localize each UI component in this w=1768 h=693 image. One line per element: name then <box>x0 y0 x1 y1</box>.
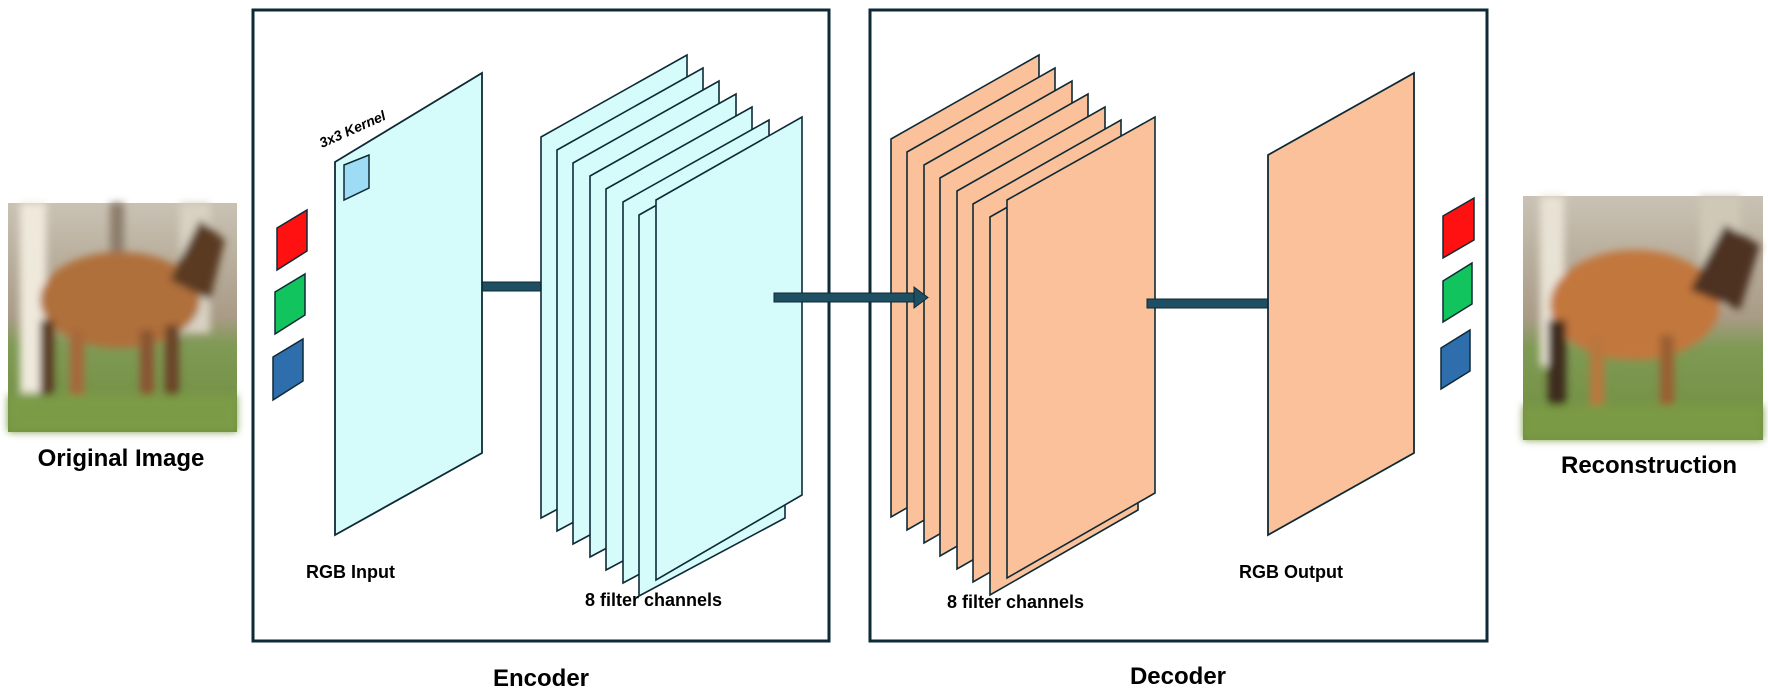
input-green-channel <box>274 272 306 336</box>
decoder-channels-label: 8 filter channels <box>947 592 1084 612</box>
output-green-channel <box>1442 261 1473 324</box>
reconstruction-caption: Reconstruction <box>1561 452 1737 479</box>
encoder-channel-plane <box>655 115 803 582</box>
decoder-channel-stack <box>890 53 1156 597</box>
input-red-channel <box>276 208 308 272</box>
original-image <box>8 203 237 432</box>
kernel-square <box>343 153 370 202</box>
encoder-box <box>251 8 831 643</box>
decoder-connector <box>1146 298 1270 309</box>
original-image-caption: Original Image <box>38 445 205 472</box>
rgb-input-label: RGB Input <box>306 562 395 582</box>
output-blue-channel <box>1440 328 1471 391</box>
encoder-channel-stack <box>540 53 803 598</box>
encoder-label: Encoder <box>493 665 589 692</box>
rgb-output-label: RGB Output <box>1239 562 1343 582</box>
reconstruction-image <box>1523 196 1763 440</box>
output-red-channel <box>1442 196 1475 260</box>
decoder-channel-plane <box>1006 115 1156 580</box>
decoder-label: Decoder <box>1130 663 1226 690</box>
encoder-channels-label: 8 filter channels <box>585 590 722 610</box>
rgb-input-plane <box>334 71 483 537</box>
input-blue-channel <box>272 337 304 402</box>
decoder-box <box>868 8 1489 643</box>
encoder-to-decoder-arrow <box>773 286 929 309</box>
rgb-output-plane <box>1267 71 1415 537</box>
